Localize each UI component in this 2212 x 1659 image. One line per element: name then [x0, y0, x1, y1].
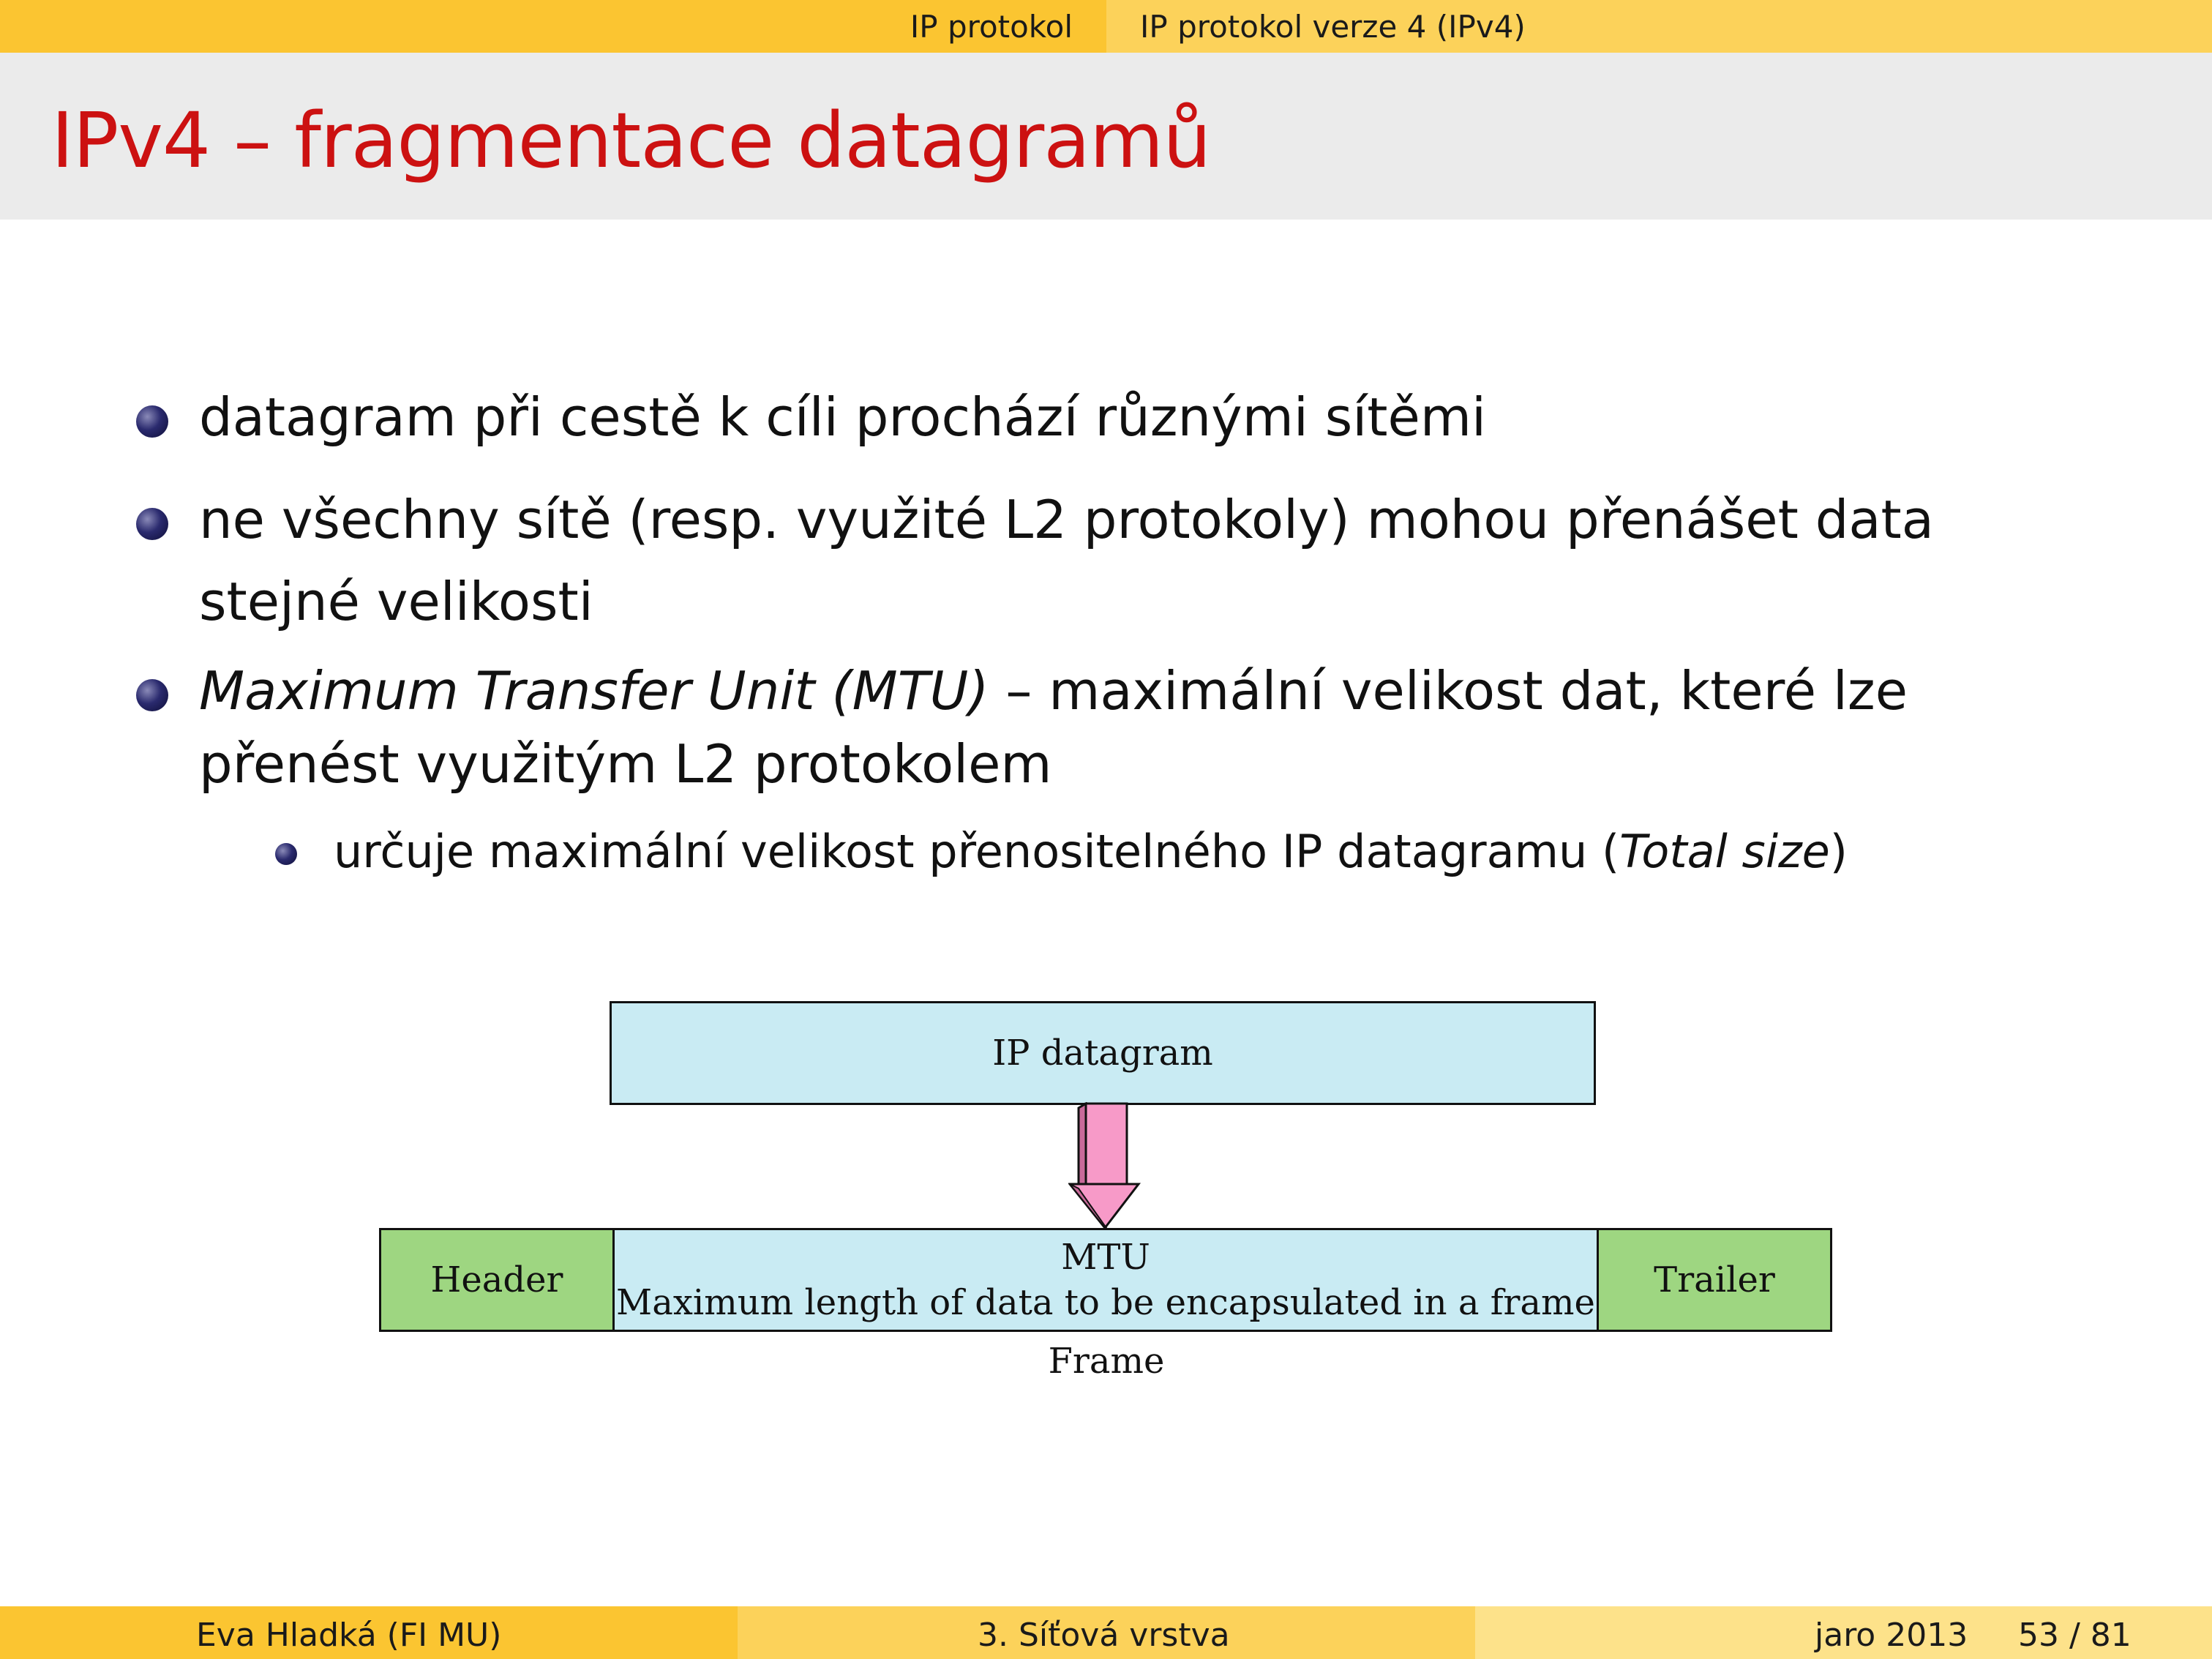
frame-label: Frame: [1048, 1341, 1165, 1382]
footer-course-segment: [738, 1606, 1475, 1659]
header-subsection-label: IP protokol verze 4 (IPv4): [1140, 8, 1526, 45]
bullet-icon: [136, 679, 168, 711]
ip-datagram-label: IP datagram: [992, 1033, 1213, 1074]
bullet-text-line1: Maximum Transfer Unit (MTU) – maximální …: [199, 653, 1908, 729]
sub-bullet-icon: [275, 843, 297, 865]
footer-author: Eva Hladká (FI MU): [196, 1617, 502, 1654]
footer-page-number: 53 / 81: [2018, 1617, 2132, 1654]
mtu-term: Maximum Transfer Unit (MTU): [199, 660, 989, 722]
footer-author-segment: [0, 1606, 738, 1659]
footer-course: 3. Síťová vrstva: [978, 1617, 1230, 1654]
header-section[interactable]: IP protokol: [0, 0, 1106, 53]
header-bar: IP protokol IP protokol verze 4 (IPv4): [0, 0, 2212, 53]
footer-date: jaro 2013: [1815, 1617, 1968, 1654]
down-arrow-icon: [1068, 1102, 1141, 1230]
sub-bullet-text-after: ): [1829, 825, 1848, 878]
mtu-title: MTU: [1061, 1237, 1150, 1278]
header-subsection[interactable]: IP protokol verze 4 (IPv4): [1106, 0, 2212, 53]
bullet-text-line1: ne všechny sítě (resp. využité L2 protok…: [199, 489, 1934, 550]
frame-trailer-box: Trailer: [1597, 1228, 1832, 1332]
frame-header-box: Header: [379, 1228, 615, 1332]
frame-trailer-label: Trailer: [1654, 1259, 1775, 1300]
header-section-label: IP protokol: [910, 8, 1073, 45]
bullet-text-line2: přenést využitým L2 protokolem: [199, 733, 1052, 795]
bullet-icon: [136, 508, 168, 540]
bullet-text-line2: stejné velikosti: [199, 571, 593, 632]
bullet-text: datagram při cestě k cíli prochází různý…: [199, 386, 1486, 448]
footer-page-segment: [1475, 1606, 2212, 1659]
frame-header-label: Header: [430, 1259, 563, 1300]
mtu-box: MTU Maximum length of data to be encapsu…: [612, 1228, 1599, 1332]
slide-title: IPv4 – fragmentace datagramů: [51, 96, 1211, 185]
sub-bullet-text: určuje maximální velikost přenositelného…: [334, 823, 1848, 881]
ip-datagram-box: IP datagram: [610, 1001, 1596, 1105]
footer-bar: Eva Hladká (FI MU) 3. Síťová vrstva jaro…: [0, 1606, 2212, 1659]
sub-bullet-text-before: určuje maximální velikost přenositelného…: [334, 825, 1620, 878]
total-size-term: Total size: [1619, 825, 1830, 878]
bullet-icon: [136, 405, 168, 438]
mtu-definition: – maximální velikost dat, které lze: [989, 660, 1908, 722]
title-bar: IPv4 – fragmentace datagramů: [0, 53, 2212, 220]
mtu-description: Maximum length of data to be encapsulate…: [616, 1282, 1595, 1323]
